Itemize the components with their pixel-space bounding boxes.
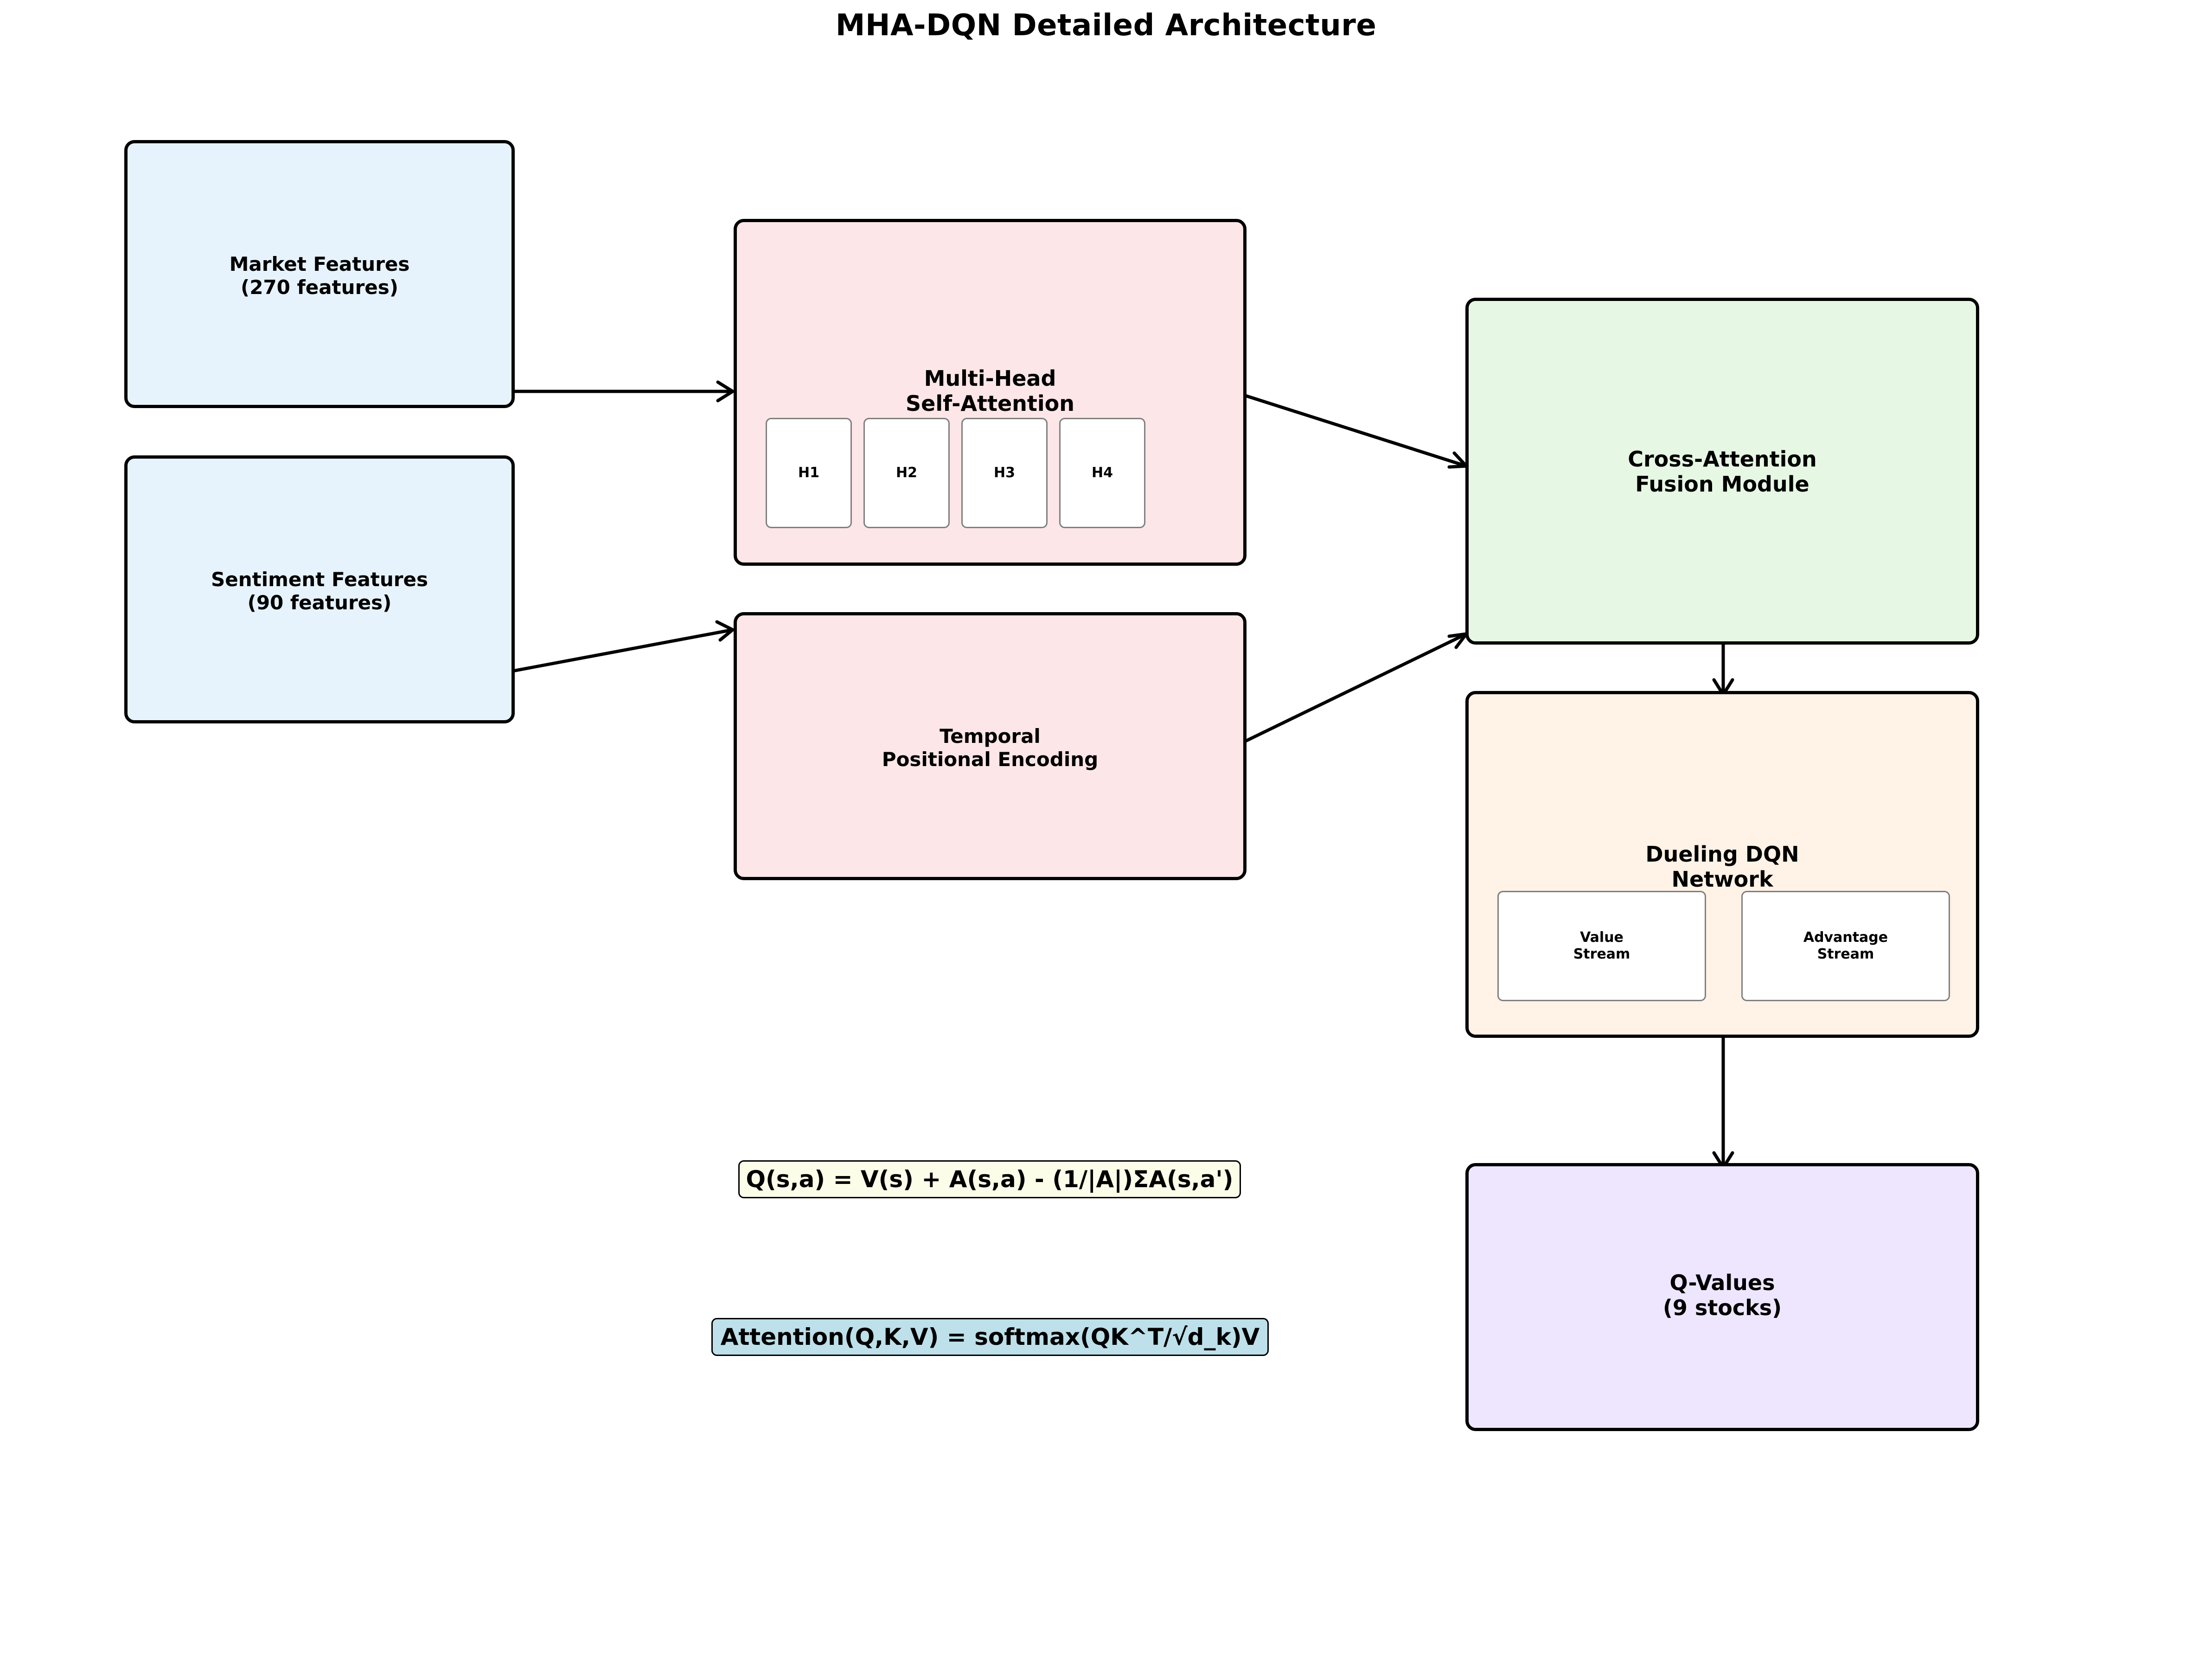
cross-attention-block: Cross-Attention Fusion Module (1465, 298, 1979, 645)
market-features-block: Market Features (270 features) (124, 140, 515, 408)
temporal-encoding-block: Temporal Positional Encoding (734, 612, 1247, 880)
sentiment-features-block: Sentiment Features (90 features) (124, 455, 515, 723)
attention-formula: Attention(Q,K,V) = softmax(QK^T/√d_k)V (711, 1318, 1269, 1356)
q-values-label: Q-Values (9 stocks) (1662, 1270, 1782, 1321)
temporal-encoding-label: Temporal Positional Encoding (882, 725, 1099, 771)
dueling-formula: Q(s,a) = V(s) + A(s,a) - (1/|A|)ΣA(s,a') (738, 1160, 1241, 1198)
multi-head-attention-label: Multi-Head Self-Attention (905, 366, 1075, 416)
advantage-stream-box: Advantage Stream (1741, 891, 1950, 1001)
market-features-label: Market Features (270 features) (229, 253, 410, 299)
q-values-block: Q-Values (9 stocks) (1465, 1163, 1979, 1431)
sentiment-features-label: Sentiment Features (90 features) (211, 568, 428, 614)
arrow-fusion-to-dueling (1712, 636, 1734, 697)
attention-head-1: H1 (766, 418, 852, 528)
multi-head-attention-block: Multi-Head Self-Attention H1 H2 H3 H4 (734, 219, 1247, 566)
attention-head-3: H3 (961, 418, 1048, 528)
dueling-dqn-block: Dueling DQN Network Value Stream Advanta… (1465, 691, 1979, 1038)
attention-head-2: H2 (863, 418, 950, 528)
dueling-dqn-label: Dueling DQN Network (1645, 842, 1799, 892)
value-stream-box: Value Stream (1497, 891, 1706, 1001)
arrow-temporal-to-fusion (1242, 632, 1468, 744)
cross-attention-label: Cross-Attention Fusion Module (1628, 447, 1817, 497)
arrow-attention-to-fusion (1242, 393, 1468, 469)
attention-head-4: H4 (1059, 418, 1145, 528)
arrow-dueling-to-qvalues (1712, 1030, 1734, 1170)
diagram-title: MHA-DQN Detailed Architecture (835, 8, 1377, 43)
